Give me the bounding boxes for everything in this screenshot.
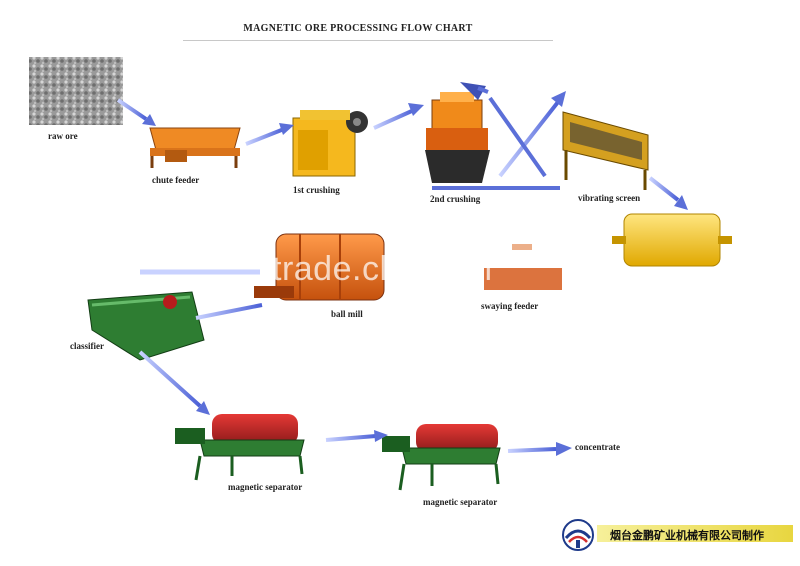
jaw-crusher-machine bbox=[292, 110, 368, 177]
company-name: 烟台金鹏矿业机械有限公司制作 bbox=[610, 529, 764, 542]
arrow-separator-2-to-concentrate bbox=[507, 442, 572, 456]
ball-mill-machine bbox=[254, 233, 385, 301]
arrow-chute-to-jaw bbox=[245, 123, 294, 146]
swaying-feeder-machine bbox=[484, 244, 562, 290]
label-ball-mill: ball mill bbox=[331, 309, 363, 319]
watermark: trade.china.cn bbox=[272, 250, 493, 288]
arrow-cone-to-screen bbox=[498, 91, 566, 178]
arrow-screen-to-drum bbox=[648, 176, 688, 210]
yellow-drum-machine bbox=[612, 213, 732, 267]
flow-arrows bbox=[116, 82, 688, 456]
title-divider bbox=[183, 40, 553, 41]
label-2nd-crushing: 2nd crushing bbox=[430, 194, 481, 204]
chart-title: MAGNETIC ORE PROCESSING FLOW CHART bbox=[243, 23, 473, 34]
label-chute-feeder: chute feeder bbox=[152, 175, 200, 185]
label-classifier: classifier bbox=[70, 341, 104, 351]
raw-ore-image bbox=[29, 57, 123, 125]
arrow-screen-return-to-cone bbox=[460, 82, 547, 178]
label-magnetic-separator-2: magnetic separator bbox=[423, 497, 498, 507]
chute-feeder-machine bbox=[149, 127, 241, 168]
arrow-jaw-to-cone bbox=[373, 103, 424, 130]
classifier-machine bbox=[87, 291, 205, 361]
label-vibrating-screen: vibrating screen bbox=[578, 193, 641, 203]
footer-bar bbox=[597, 525, 793, 542]
arrow-to-classifier bbox=[140, 269, 263, 320]
arrow-classifier-to-separator-1 bbox=[138, 350, 210, 415]
arrow-raw-to-chute bbox=[116, 98, 156, 126]
company-logo-icon bbox=[562, 519, 594, 551]
cone-crusher-machine bbox=[425, 92, 490, 183]
vibrating-screen-machine bbox=[562, 111, 649, 190]
label-raw-ore: raw ore bbox=[48, 131, 78, 141]
arrow-separator-1-to-2 bbox=[325, 430, 388, 442]
magnetic-separator-1-machine bbox=[175, 414, 305, 481]
label-magnetic-separator-1: magnetic separator bbox=[228, 482, 303, 492]
label-1st-crushing: 1st crushing bbox=[293, 185, 340, 195]
label-concentrate: concentrate bbox=[575, 442, 620, 452]
magnetic-separator-2-machine bbox=[382, 424, 501, 491]
label-swaying-feeder: swaying feeder bbox=[481, 301, 539, 311]
